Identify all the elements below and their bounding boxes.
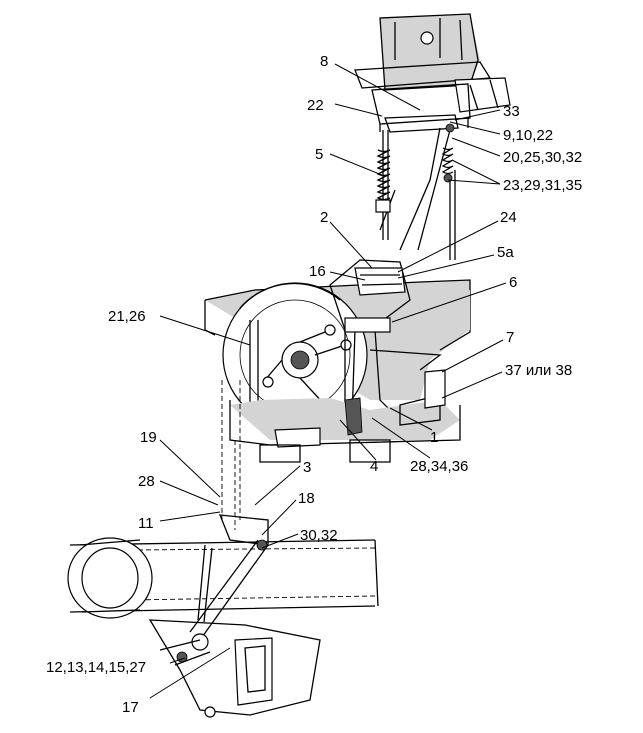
callout-8: 8 xyxy=(320,53,328,70)
callout-37-or-38: 37 или 38 xyxy=(505,362,572,379)
callout-33: 33 xyxy=(503,103,520,120)
lower-lever-assembly xyxy=(148,514,321,718)
lower-beam xyxy=(67,537,379,619)
callout-28-34-36: 28,34,36 xyxy=(410,458,468,475)
callout-1: 1 xyxy=(430,429,438,446)
callout-22: 22 xyxy=(307,97,324,114)
callout-9-10-22: 9,10,22 xyxy=(503,127,553,144)
callout-6: 6 xyxy=(509,274,517,291)
callout-16: 16 xyxy=(309,263,326,280)
callout-23-29-31-35: 23,29,31,35 xyxy=(503,177,582,194)
leader-lines xyxy=(149,63,507,699)
callout-4: 4 xyxy=(370,458,378,475)
vertical-dashed-tube xyxy=(221,380,241,530)
callout-19: 19 xyxy=(140,429,157,446)
lower-housing-plates xyxy=(229,349,461,463)
callout-21-26: 21,26 xyxy=(108,308,146,325)
callout-labels: 8 22 33 9,10,22 20,25,30,32 5 23,29,31,3… xyxy=(46,53,582,716)
callout-5: 5 xyxy=(315,146,323,163)
callout-24: 24 xyxy=(500,209,517,226)
callout-20-25-30-32: 20,25,30,32 xyxy=(503,149,582,166)
callout-2: 2 xyxy=(320,209,328,226)
callout-7: 7 xyxy=(506,329,514,346)
callout-5a: 5а xyxy=(497,244,514,261)
callout-30-32: 30,32 xyxy=(300,527,338,544)
top-bracket-assembly xyxy=(354,13,511,133)
callout-28: 28 xyxy=(138,473,155,490)
callout-17: 17 xyxy=(122,699,139,716)
callout-11: 11 xyxy=(138,515,154,532)
rotor-housing xyxy=(204,259,471,428)
callout-18: 18 xyxy=(298,490,315,507)
callout-3: 3 xyxy=(303,459,311,476)
callout-12-13-14-15-27: 12,13,14,15,27 xyxy=(46,659,146,676)
